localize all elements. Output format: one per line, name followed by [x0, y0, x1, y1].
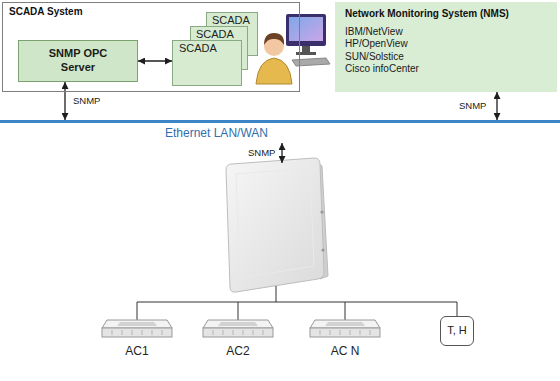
server-box: SNMP OPC Server	[18, 40, 138, 82]
ac-slat	[330, 330, 331, 335]
node-text: HP/OpenView	[345, 38, 547, 51]
person-body	[256, 58, 292, 84]
connector	[138, 60, 172, 61]
ac-slat	[340, 330, 341, 335]
bus-drop	[238, 302, 239, 320]
system-group-box: SCADA SystemSNMP OPC ServerSCADASCADASCA…	[2, 2, 300, 92]
device-face	[226, 158, 324, 292]
ac-unit	[310, 320, 380, 337]
ac-slat	[233, 330, 234, 335]
ac-grille	[325, 322, 365, 326]
node-text: IBM/NetView	[345, 26, 547, 39]
serial-bus	[137, 286, 457, 320]
node-title: Network Monitoring System (NMS)	[345, 8, 547, 21]
ac-grille	[218, 322, 258, 326]
connector	[64, 82, 65, 120]
gateway-device	[226, 158, 328, 292]
ac-slat	[213, 330, 214, 335]
unit-label: AC1	[107, 344, 167, 358]
monitor-screen	[289, 17, 323, 41]
ac-slat	[162, 330, 163, 335]
ac-slat	[263, 330, 264, 335]
ac-top	[310, 320, 380, 328]
person-hair	[264, 33, 284, 45]
node-title: T, H	[447, 324, 467, 338]
bus-wire	[137, 302, 457, 303]
bus-drop	[345, 302, 346, 320]
lan-band: Ethernet LAN/WAN	[0, 120, 560, 144]
ac-grille	[117, 322, 157, 326]
node-title: SNMP OPC Server	[42, 47, 114, 75]
device-screw	[320, 210, 323, 213]
ac-unit	[102, 320, 172, 337]
monitor-stand	[302, 46, 310, 52]
node-title: SCADA	[179, 42, 235, 56]
edge-label: SNMP	[71, 95, 102, 106]
ac-slat	[122, 330, 123, 335]
connector	[496, 92, 497, 120]
ac-slat	[350, 330, 351, 335]
ac-front	[310, 328, 380, 337]
keyboard	[292, 58, 330, 66]
ac-top	[102, 320, 172, 328]
monitor-frame	[286, 14, 326, 46]
ac-slat	[320, 330, 321, 335]
ac-slat	[243, 330, 244, 335]
unit-label: AC2	[208, 344, 268, 358]
nms-box: Network Monitoring System (NMS) IBM/NetVi…	[335, 2, 557, 92]
ac-slat	[360, 330, 361, 335]
protocol-label: SNMP	[248, 147, 278, 158]
ac-slat	[223, 330, 224, 335]
scada-box: SCADA	[172, 40, 242, 86]
ac-unit	[203, 320, 273, 337]
ac-slat	[370, 330, 371, 335]
node-text: SUN/Solstice	[345, 51, 547, 64]
ac-slat	[112, 330, 113, 335]
device-panel	[236, 168, 314, 278]
monitor-base	[296, 52, 316, 55]
ac-slat	[142, 330, 143, 335]
ac-front	[203, 328, 273, 337]
snmp-arrow	[281, 143, 282, 163]
node-text: Cisco infoCenter	[345, 63, 547, 76]
edge-label: SNMP	[457, 100, 488, 111]
unit-label: AC N	[315, 344, 375, 358]
node-title: Ethernet LAN/WAN	[165, 126, 560, 141]
ac-slat	[152, 330, 153, 335]
ac-front	[102, 328, 172, 337]
bus-wire	[276, 286, 277, 302]
ac-slat	[132, 330, 133, 335]
ac-top	[203, 320, 273, 328]
device-screw	[321, 248, 324, 251]
bus-drop	[457, 302, 458, 316]
sensor-box: T, H	[440, 316, 474, 346]
operator-icon	[256, 14, 330, 84]
bus-drop	[137, 302, 138, 320]
ac-slat	[253, 330, 254, 335]
